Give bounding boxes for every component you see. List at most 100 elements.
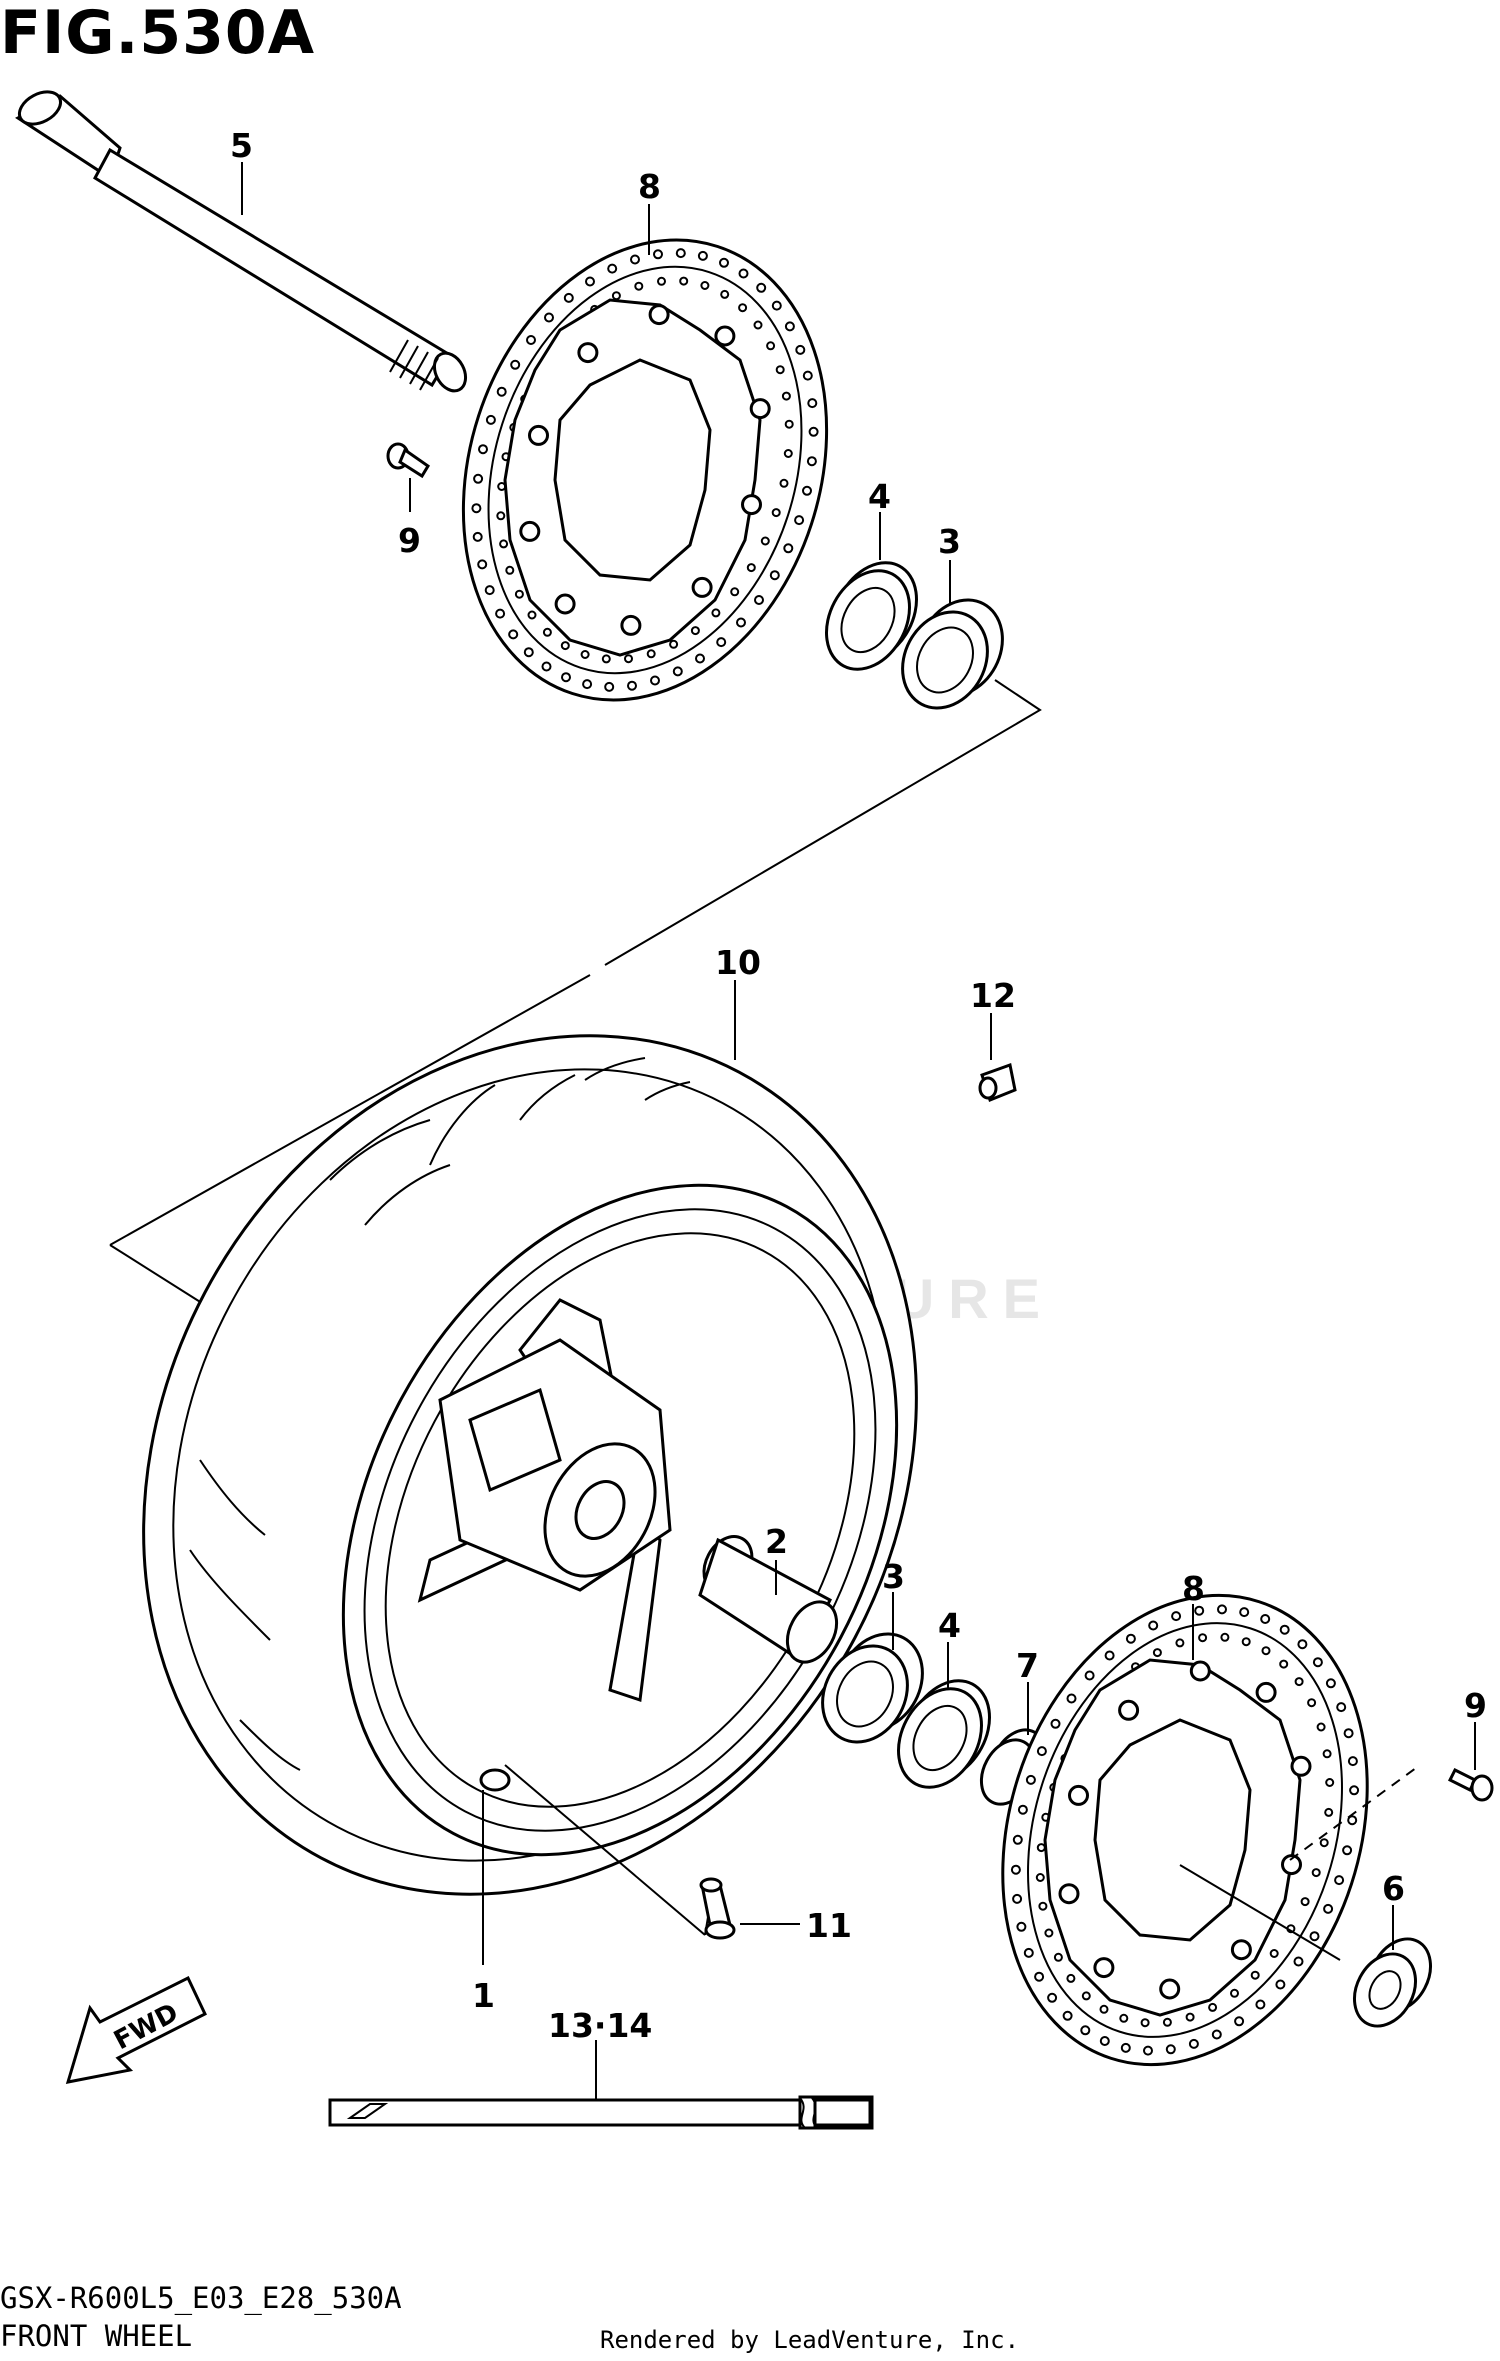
disc-drill-hole [738,268,749,279]
disc-drill-hole [1312,1657,1323,1668]
disc-drill-hole [1038,1901,1048,1911]
disc-drill-hole [1162,2017,1172,2027]
figure-name: FRONT WHEEL [0,2319,193,2353]
disc-rivet [749,398,771,420]
disc-drill-hole [541,661,552,672]
callout-2: 2 [765,1522,788,1561]
disc-drill-hole [784,419,794,429]
spacer-part-2[interactable] [694,1528,846,1670]
disc-drill-hole [781,391,791,401]
disc-drill-hole [477,559,488,570]
disc-drill-hole [484,585,495,596]
disc-drill-hole [736,617,746,628]
disc-drill-hole [657,276,666,286]
disc-drill-hole [738,303,748,313]
disc-drill-hole [582,679,593,690]
disc-drill-hole [1066,1973,1076,1983]
disc-drill-hole [1062,2010,1073,2021]
disc-drill-hole [1025,1774,1036,1785]
collar-part-6[interactable] [1342,1928,1442,2036]
disc-drill-hole [1347,1756,1358,1767]
disc-rivet [1255,1681,1277,1703]
disc-drill-hole [611,291,621,301]
disc-drill-hole [716,637,727,648]
disc-drill-hole [802,370,813,381]
disc-drill-hole [508,629,519,640]
disc-drill-hole [478,444,488,455]
disc-drill-hole [1023,1947,1034,1958]
disc-drill-hole [499,539,509,549]
disc-drill-hole [1217,1604,1227,1615]
disc-drill-hole [1261,1646,1271,1656]
brake-disc-upper-part-8[interactable] [406,192,884,747]
disc-drill-hole [650,675,660,686]
disc-rivet [528,424,549,446]
disc-drill-hole [1234,2016,1245,2027]
disc-drill-hole [808,426,819,437]
disc-drill-hole [1342,1845,1353,1856]
disc-rivet [741,494,762,516]
disc-drill-hole [1148,1620,1159,1631]
disc-drill-hole [544,312,554,323]
oil-seal-upper-part-4[interactable] [810,548,933,684]
disc-drill-hole [1036,1746,1047,1757]
oil-seal-lower-part-4[interactable] [882,1666,1006,1802]
disc-drill-hole [1047,1992,1058,2003]
brake-disc-lower-part-8[interactable] [944,1548,1425,2113]
disc-drill-hole [485,414,496,425]
disc-drill-hole [794,515,805,526]
disc-drill-hole [624,654,633,664]
disc-drill-hole [1309,1931,1320,1942]
disc-drill-hole [1081,1991,1091,2001]
axle-part-5[interactable] [14,85,472,396]
disc-rivet [714,325,736,347]
disc-drill-hole [1343,1728,1354,1739]
disc-drill-hole [1220,1632,1230,1642]
disc-drill-hole [679,276,689,286]
disc-drill-hole [1279,1659,1289,1669]
disc-bolt-lower-part-9[interactable] [1447,1767,1494,1802]
disc-drill-hole [514,589,524,599]
disc-drill-hole [766,341,776,351]
valve-part-11[interactable] [699,1877,736,1940]
rim-tape-part-13-14[interactable] [328,2095,874,2130]
disc-rivet [577,342,599,364]
disc-bolt-upper-part-9[interactable] [386,442,431,479]
disc-drill-hole [1016,1921,1027,1932]
disc-drill-hole [1324,1807,1334,1817]
wheel-rim-part-1[interactable] [233,1089,1008,1951]
disc-drill-hole [496,511,506,521]
bearing-upper-part-3[interactable] [886,585,1019,723]
disc-drill-hole [806,456,817,467]
callout-10: 10 [715,943,761,982]
rendered-by-credit: Rendered by LeadVenture, Inc. [600,2326,1020,2354]
disc-drill-hole [1269,1949,1279,1958]
callout-4-lower: 4 [938,1606,961,1645]
disc-drill-hole [1323,1903,1334,1914]
disc-drill-hole [675,248,686,259]
bearing-lower-part-3[interactable] [806,1619,939,1757]
callout-6: 6 [1382,1869,1405,1908]
callout-4-upper: 4 [868,477,891,516]
disc-drill-hole [1208,2002,1218,2012]
disc-drill-hole [1175,1638,1185,1648]
disc-drill-hole [700,281,710,290]
disc-drill-hole [1053,1952,1063,1962]
disc-drill-hole [1347,1815,1358,1826]
callout-3-lower: 3 [882,1557,905,1596]
disc-rivet [1189,1660,1211,1682]
disc-rivet [1068,1784,1089,1806]
disc-rivet [1159,1978,1181,2000]
disc-rivet [691,576,713,598]
disc-drill-hole [1165,2044,1176,2055]
disc-drill-hole [1293,1956,1304,1967]
disc-drill-hole [1036,1843,1046,1853]
balance-weight-part-12[interactable] [978,1063,1017,1102]
disc-drill-hole [1230,1988,1239,1998]
disc-drill-hole [1035,1873,1045,1882]
disc-rivet [1290,1755,1312,1777]
disc-drill-hole [505,565,515,575]
disc-drill-hole [1066,1693,1077,1704]
disc-drill-hole [527,610,537,620]
